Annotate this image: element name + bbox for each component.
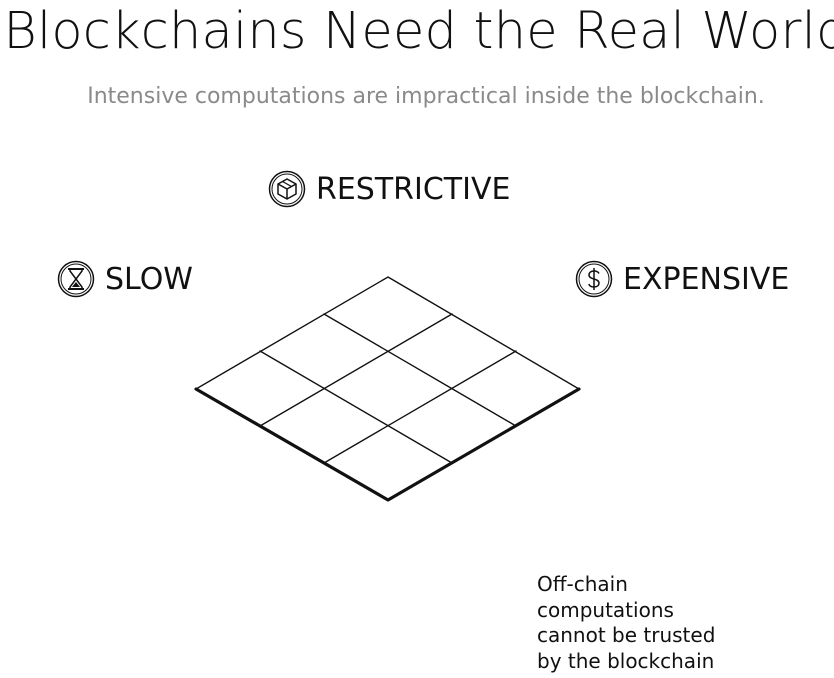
grid-line xyxy=(260,351,452,463)
note-line: computations xyxy=(537,598,757,624)
grid-line xyxy=(260,314,452,426)
grid-line xyxy=(324,351,516,463)
grid-outline xyxy=(196,277,579,500)
grid-thick-edge xyxy=(196,389,579,500)
offchain-note: Off-chain computations cannot be trusted… xyxy=(537,572,757,674)
note-line: cannot be trusted xyxy=(537,623,757,649)
note-line: Off-chain xyxy=(537,572,757,598)
note-line: by the blockchain xyxy=(537,649,757,675)
grid-line xyxy=(324,314,516,426)
